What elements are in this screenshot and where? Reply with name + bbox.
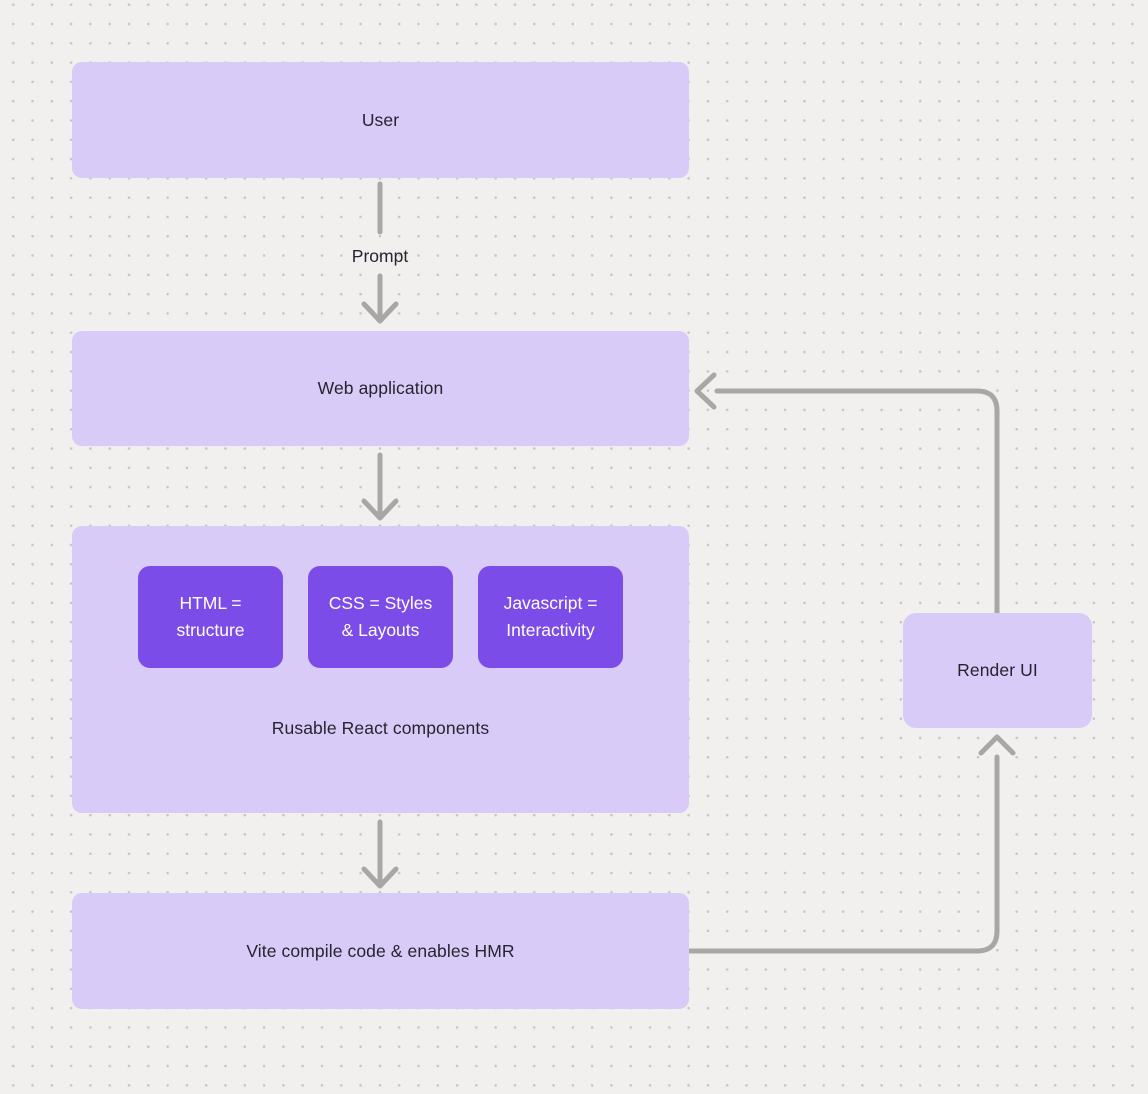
node-render-ui[interactable]: Render UI [903, 613, 1092, 728]
node-vite[interactable]: Vite compile code & enables HMR [72, 893, 689, 1009]
node-user[interactable]: User [72, 62, 689, 178]
node-javascript-label-line2: Interactivity [506, 620, 595, 640]
node-javascript-label-line1: Javascript = [503, 593, 598, 613]
edge-vite-to-renderui [686, 754, 1000, 954]
arrowhead-down-vite-icon [361, 866, 399, 889]
node-html-label-line2: structure [176, 620, 245, 640]
node-css-label-line2: & Layouts [341, 620, 420, 640]
node-html[interactable]: HTML = structure [138, 566, 283, 668]
node-vite-label: Vite compile code & enables HMR [246, 940, 515, 961]
edge-label-prompt: Prompt [351, 246, 409, 266]
components-row: HTML = structure CSS = Styles & Layouts … [72, 566, 689, 668]
node-web-application-label: Web application [317, 378, 444, 398]
node-html-label-line1: HTML = [179, 593, 242, 613]
node-components-group[interactable]: HTML = structure CSS = Styles & Layouts … [72, 526, 689, 813]
arrowhead-down-components-icon [361, 498, 399, 521]
arrowhead-down-webapp-icon [361, 301, 399, 324]
components-group-caption: Rusable React components [271, 718, 490, 738]
arrowhead-left-webapp-icon [694, 372, 717, 410]
node-web-application[interactable]: Web application [72, 331, 689, 446]
arrowhead-up-renderui-icon [978, 734, 1016, 756]
node-render-ui-label: Render UI [957, 660, 1038, 680]
edge-renderui-to-webapp [714, 388, 1000, 616]
node-css-label-line1: CSS = Styles [328, 593, 433, 613]
node-css[interactable]: CSS = Styles & Layouts [308, 566, 453, 668]
node-user-label: User [361, 109, 400, 130]
node-javascript[interactable]: Javascript = Interactivity [478, 566, 623, 668]
